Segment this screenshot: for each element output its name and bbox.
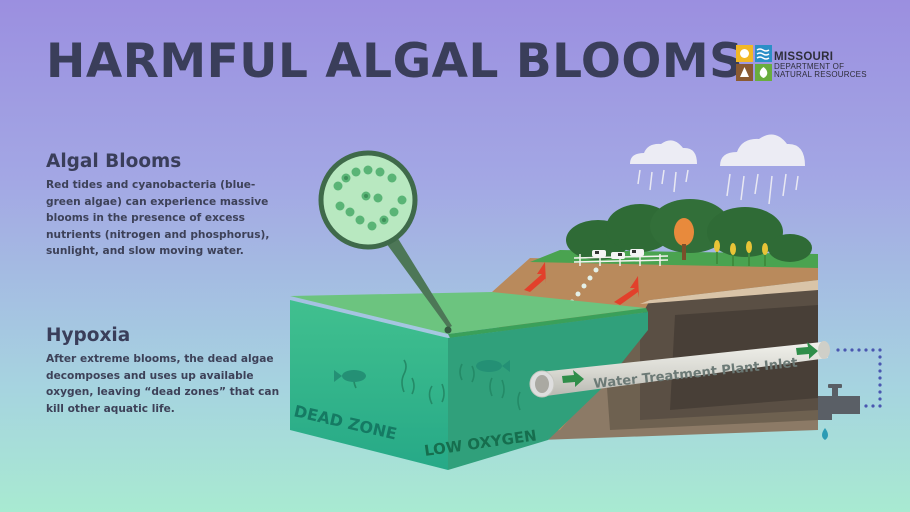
rain-icon bbox=[637, 169, 689, 193]
hypoxia-heading: Hypoxia bbox=[46, 325, 131, 346]
logo-line-2: DEPARTMENT OF bbox=[774, 62, 845, 72]
logo-line-1: MISSOURI bbox=[774, 51, 834, 63]
cow-icon bbox=[592, 249, 644, 259]
cloud-icon bbox=[630, 140, 697, 164]
algae-surface bbox=[290, 292, 646, 334]
page-title: HARMFUL ALGAL BLOOMS bbox=[46, 34, 744, 89]
seaweed bbox=[353, 359, 521, 411]
rain-icon bbox=[726, 173, 799, 205]
fish-icon bbox=[334, 360, 510, 382]
cloud-icon bbox=[720, 134, 805, 166]
missouri-dnr-logo: MISSOURI DEPARTMENT OF NATURAL RESOURCES bbox=[736, 45, 876, 85]
algal-blooms-text: Red tides and cyanobacteria (blue-green … bbox=[46, 179, 270, 258]
algal-blooms-heading: Algal Blooms bbox=[46, 151, 182, 172]
corn-icon bbox=[714, 240, 768, 266]
hypoxia-text: After extreme blooms, the dead algae dec… bbox=[46, 353, 280, 415]
section-hypoxia: Hypoxia After extreme blooms, the dead a… bbox=[46, 325, 281, 417]
dnr-logo-icon bbox=[736, 45, 772, 81]
section-algal-blooms: Algal Blooms Red tides and cyanobacteria… bbox=[46, 151, 281, 260]
water-line-dots bbox=[836, 348, 882, 408]
drop-icon bbox=[822, 428, 828, 440]
arrow-icon bbox=[524, 262, 639, 305]
logo-line-3: NATURAL RESOURCES bbox=[774, 70, 867, 80]
runoff-stream bbox=[569, 267, 599, 305]
faucet-icon bbox=[818, 384, 860, 420]
arrow-icon bbox=[562, 342, 818, 387]
water-front-face bbox=[290, 300, 448, 470]
logo-wordmark: MISSOURI DEPARTMENT OF NATURAL RESOURCES bbox=[774, 51, 876, 80]
magnifier-icon bbox=[318, 150, 452, 334]
